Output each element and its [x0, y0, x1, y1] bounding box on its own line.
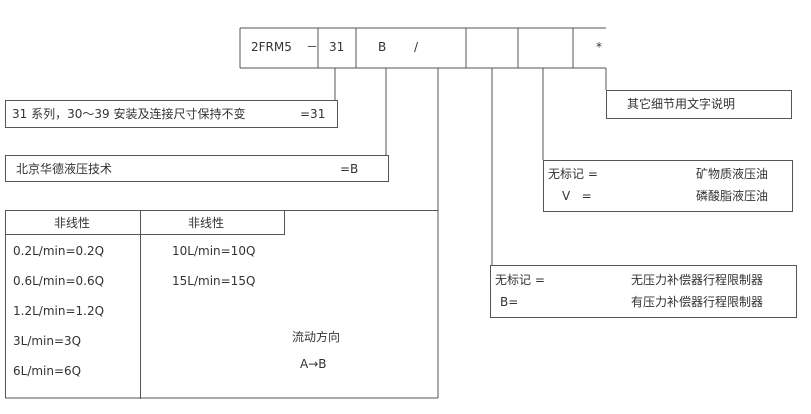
series-description: 31 系列，30～39 安装及连接尺寸保持不变 — [12, 107, 246, 121]
fluid-key-v: V = — [562, 189, 592, 203]
code-slash: / — [414, 40, 419, 54]
fluid-box: 无标记 = 矿物质液压油 V = 磷酸脂液压油 — [543, 160, 793, 212]
flow-value-3: 1.2L/min=1.2Q — [13, 304, 105, 318]
model-code: 2FRM5 — [251, 40, 292, 54]
flow-table-header-divider — [6, 234, 141, 235]
flow-value-5: 6L/min=6Q — [13, 364, 82, 378]
flow-col1-header: 非线性 — [54, 216, 91, 230]
code-star: * — [596, 40, 602, 54]
code-dash: － — [306, 40, 319, 54]
comp-key-none: 无标记 = — [495, 273, 545, 287]
comp-key-b: B= — [500, 295, 519, 309]
series-value: =31 — [300, 107, 326, 121]
flow-table: 非线性 非线性 0.2L/min=0.2Q 0.6L/min=0.6Q 1.2L… — [5, 210, 438, 399]
design-code: B — [378, 40, 387, 54]
tech-value: =B — [340, 162, 359, 176]
flow-value-4: 3L/min=3Q — [13, 334, 82, 348]
other-details-box: 其它细节用文字说明 — [606, 90, 792, 119]
compensator-box: 无标记 = 无压力补偿器行程限制器 B= 有压力补偿器行程限制器 — [490, 265, 797, 318]
flow-value-15: 15L/min=15Q — [172, 274, 256, 288]
fluid-value-phosphate: 磷酸脂液压油 — [696, 189, 769, 203]
comp-value-with: 有压力补偿器行程限制器 — [631, 295, 764, 309]
flow-value-1: 0.2L/min=0.2Q — [13, 244, 105, 258]
comp-value-without: 无压力补偿器行程限制器 — [631, 273, 764, 287]
flow-table-col2-right — [284, 211, 285, 235]
flow-direction-value: A→B — [300, 357, 327, 371]
fluid-key-none: 无标记 = — [548, 167, 598, 181]
fluid-value-mineral: 矿物质液压油 — [696, 167, 769, 181]
tech-box: 北京华德液压技术 =B — [5, 155, 389, 182]
series-box: 31 系列，30～39 安装及连接尺寸保持不变 =31 — [5, 100, 338, 128]
other-details-text: 其它细节用文字说明 — [627, 97, 736, 111]
flow-table-header2-divider — [140, 234, 285, 235]
tech-description: 北京华德液压技术 — [16, 162, 113, 176]
flow-table-col-divider — [140, 211, 141, 399]
flow-direction-label: 流动方向 — [292, 330, 341, 344]
flow-col2-header: 非线性 — [188, 216, 225, 230]
flow-value-2: 0.6L/min=0.6Q — [13, 274, 105, 288]
flow-value-10: 10L/min=10Q — [172, 244, 256, 258]
series-code: 31 — [329, 40, 345, 54]
